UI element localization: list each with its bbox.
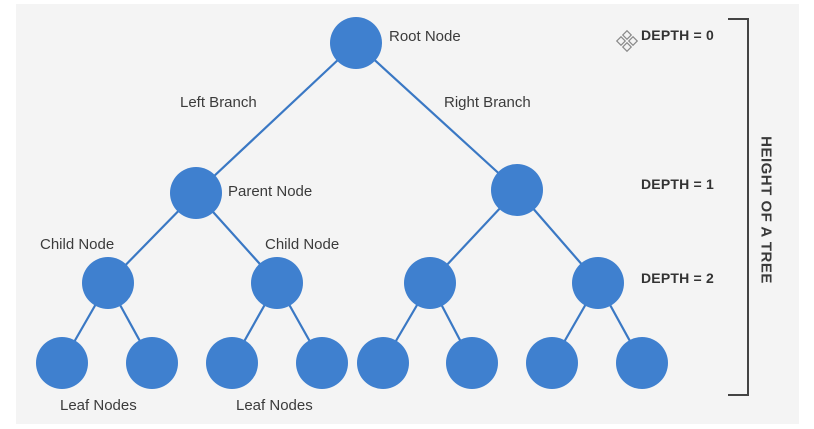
child-node-3 bbox=[404, 257, 456, 309]
leaf-node-2 bbox=[126, 337, 178, 389]
leaf-node-8 bbox=[616, 337, 668, 389]
leaf-node-5 bbox=[357, 337, 409, 389]
depth-0-label: DEPTH = 0 bbox=[641, 27, 714, 43]
height-of-tree-label: HEIGHT OF A TREE bbox=[757, 136, 775, 284]
leaf-node-3 bbox=[206, 337, 258, 389]
right-node bbox=[491, 164, 543, 216]
left-branch-label: Left Branch bbox=[180, 94, 257, 111]
move-cursor-icon bbox=[615, 29, 639, 53]
depth-2-label: DEPTH = 2 bbox=[641, 270, 714, 286]
leaf-nodes-label-right: Leaf Nodes bbox=[236, 397, 313, 414]
leaf-node-4 bbox=[296, 337, 348, 389]
child-node-label-left: Child Node bbox=[40, 236, 115, 253]
leaf-node-6 bbox=[446, 337, 498, 389]
tree-nodes bbox=[36, 17, 668, 389]
child-node-2 bbox=[251, 257, 303, 309]
child-node-1 bbox=[82, 257, 134, 309]
root-node-label: Root Node bbox=[389, 28, 461, 45]
parent-node-label: Parent Node bbox=[228, 183, 313, 200]
parent-node bbox=[170, 167, 222, 219]
tree-edges bbox=[61, 42, 643, 364]
right-branch-label: Right Branch bbox=[444, 94, 531, 111]
depth-1-label: DEPTH = 1 bbox=[641, 176, 714, 192]
height-bracket bbox=[728, 18, 749, 396]
child-node-label-right: Child Node bbox=[265, 236, 340, 253]
child-node-4 bbox=[572, 257, 624, 309]
edge-root-left bbox=[195, 42, 357, 194]
leaf-nodes-label-left: Leaf Nodes bbox=[60, 397, 137, 414]
leaf-node-1 bbox=[36, 337, 88, 389]
root-node bbox=[330, 17, 382, 69]
leaf-node-7 bbox=[526, 337, 578, 389]
edge-root-right bbox=[355, 42, 518, 191]
